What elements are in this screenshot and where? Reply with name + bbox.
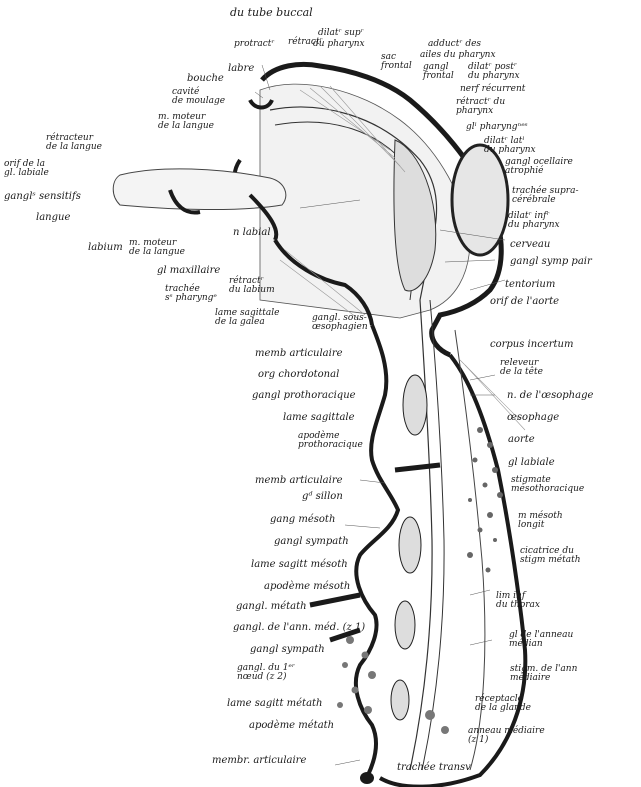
label-lame-sagitt-metath: lame sagitt métath	[227, 699, 323, 709]
label-gangl-ann-med: gangl. de l'ann. méd. (z 1)	[233, 623, 365, 633]
label-du-pharynx-top: du pharynx	[313, 40, 365, 49]
label-gangl-ocellaire: gangl ocellaire atrophié	[505, 158, 573, 176]
label-lame-sagittale-galea: lame sagittale de la galea	[215, 309, 279, 327]
label-retract-labium: rétractʳ du labium	[229, 277, 275, 295]
label-gangl-sous-oesophagien: gangl. sous- œsophagien	[312, 314, 368, 332]
label-retracteur-langue: rétracteur de la langue	[46, 134, 102, 152]
label-gd-sillon: gᵈ sillon	[302, 492, 343, 502]
mesothoracic-ganglion	[399, 517, 421, 573]
label-gl-labiale: gl labiale	[508, 458, 555, 468]
label-labre: labre	[228, 64, 254, 74]
label-apodeme-metath: apodème métath	[249, 721, 334, 731]
label-n-labial: n labial	[233, 228, 271, 238]
label-stigmate-mesothoracique: stigmate mésothoracique	[511, 476, 584, 494]
head-inner-shading	[260, 84, 470, 318]
cord-end	[360, 772, 374, 784]
label-gangl-sympath-2: gangl sympath	[250, 645, 325, 655]
label-trachee-transv: trachée transv	[397, 763, 471, 773]
ring-gland-texture	[337, 636, 449, 734]
metathoracic-ganglion	[395, 601, 415, 649]
prothoracic-ganglion	[403, 375, 427, 435]
label-tentorium: tentorium	[505, 280, 555, 290]
label-org-chordotonal: org chordotonal	[258, 370, 339, 380]
label-n-oesophage: n. de l'œsophage	[507, 391, 593, 401]
label-gangl-1er-noeud: gangl. du 1ᵉʳ nœud (z 2)	[237, 664, 295, 682]
label-corpus-incertum: corpus incertum	[490, 340, 573, 350]
label-releveur-tete: releveur de la tête	[500, 359, 543, 377]
label-lim-inf-thorax: lim inf du thorax	[496, 592, 540, 610]
label-protract: protractʳ	[234, 40, 275, 49]
label-receptacle-glande: réceptacle de la glande	[475, 695, 531, 713]
label-cicatrice-stigm: cicatrice du stigm métath	[520, 547, 581, 565]
label-gl-pharyng: glˡ pharyngⁿᵉˢ	[466, 123, 528, 132]
label-gangl-metath: gangl. métath	[236, 602, 307, 612]
label-orif-gl-labiale: orif de la gl. labiale	[4, 160, 49, 178]
label-gangl-frontal: gangl frontal	[423, 63, 454, 81]
label-aorte: aorte	[508, 435, 535, 445]
label-dilat-post: dilatʳ postʳ du pharynx	[468, 63, 520, 81]
label-lame-sagittale: lame sagittale	[283, 413, 355, 423]
oesophagus-inner	[422, 300, 444, 770]
label-memb-articulaire-2: memb articulaire	[255, 476, 343, 486]
metathoracic-apodeme	[310, 595, 360, 605]
label-anneau-median: anneau médiaire (z 1)	[468, 727, 545, 745]
label-apodeme-mesoth: apodème mésoth	[264, 582, 350, 592]
label-gangl-sympath-1: gangl sympath	[274, 537, 349, 547]
dorsal-outline	[380, 355, 525, 787]
label-retract-pharynx: rétractʳ du pharynx	[456, 98, 505, 116]
label-dilat-inf: dilatʳ infʳ du pharynx	[508, 212, 560, 230]
label-gangl-prothoracique: gangl prothoracique	[252, 391, 356, 401]
label-stigm-ann-median: stigm. de l'ann médiaire	[510, 665, 577, 683]
label-cavite-moulage: cavité de moulage	[172, 88, 225, 106]
label-dilat-lat: dilatʳ latˡ du pharynx	[484, 137, 536, 155]
label-gl-maxillaire: gl maxillaire	[157, 266, 220, 276]
label-ailes-pharynx: ailes du pharynx	[420, 51, 496, 60]
median-ring-ganglion	[391, 680, 409, 720]
label-memb-articulaire-1: memb articulaire	[255, 349, 343, 359]
prothoracic-apodeme	[395, 465, 440, 470]
label-langue: langue	[36, 213, 70, 223]
label-bouche: bouche	[187, 74, 224, 84]
label-dilat-sup: dilatʳ supʳ	[318, 29, 364, 38]
label-gangl-symp-pair: gangl symp pair	[510, 257, 592, 267]
label-gangl-sensitifs: ganglˢ sensitifs	[4, 192, 81, 202]
label-trachee-supracerebrale: trachée supra- cérébrale	[512, 187, 579, 205]
ocellar-ganglion	[452, 145, 508, 255]
labial-gland-texture	[467, 427, 503, 573]
label-m-moteur-langue: m. moteur de la langue	[158, 113, 214, 131]
label-sac-frontal: sac frontal	[381, 53, 412, 71]
label-nerf-recurrent: nerf récurrent	[460, 85, 525, 94]
label-orif-aorte: orif de l'aorte	[490, 297, 559, 307]
label-cerveau: cerveau	[510, 240, 550, 250]
label-gang-mesoth: gang mésoth	[270, 515, 335, 525]
label-gl-anneau-median: gl de l'anneau médian	[509, 631, 573, 649]
label-m-mesoth-longit: m mésoth longit	[518, 512, 563, 530]
label-adduct: adductʳ des	[428, 40, 481, 49]
label-lame-sagitt-mesoth: lame sagitt mésoth	[251, 560, 348, 570]
label-oesophage: œsophage	[507, 413, 559, 423]
label-labium: labium	[88, 243, 123, 253]
label-apodeme-prothoracique: apodème prothoracique	[298, 432, 363, 450]
label-du-tube-buccal: du tube buccal	[230, 8, 313, 18]
label-trachee-pharyng: trachée sˢ pharyngᵉ	[165, 285, 217, 303]
label-membr-articulaire: membr. articulaire	[212, 756, 306, 766]
label-m-moteur-langue-2: m. moteur de la langue	[129, 239, 185, 257]
